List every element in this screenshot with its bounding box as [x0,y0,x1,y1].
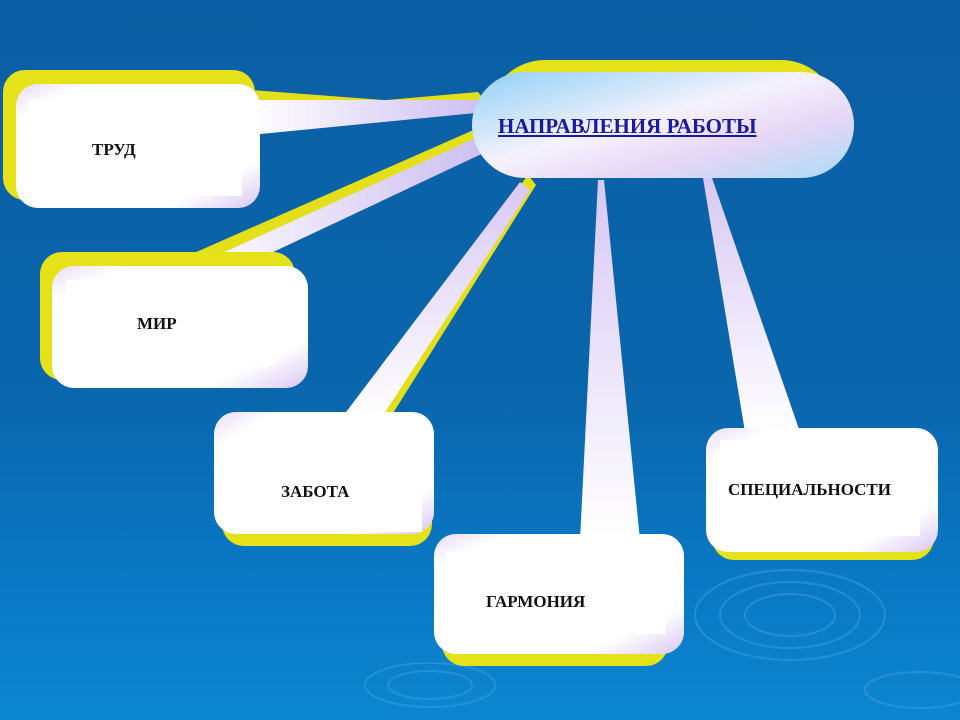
center-oval [472,60,854,178]
node-box-zabota [214,412,434,546]
water-ripples [364,569,960,709]
beam-specialnosti [703,178,800,432]
diagram-title: НАПРАВЛЕНИЯ РАБОТЫ [498,114,757,138]
node-label-garmoniya: ГАРМОНИЯ [486,592,586,611]
beam-mir [185,136,490,270]
connector-beams [160,90,800,540]
beam-garmoniya [580,180,640,540]
node-box-mir [40,252,308,388]
node-box-specialnosti [706,428,938,560]
beam-trud [250,100,486,135]
beam-mir-shadow [160,128,488,270]
node-label-specialnosti: СПЕЦИАЛЬНОСТИ [728,480,891,499]
node-box-trud [3,70,260,208]
node-label-trud: ТРУД [92,140,136,159]
beam-zabota [340,182,530,420]
node-label-zabota: ЗАБОТА [281,482,350,501]
node-box-garmoniya [434,534,684,666]
node-label-mir: МИР [137,314,177,333]
